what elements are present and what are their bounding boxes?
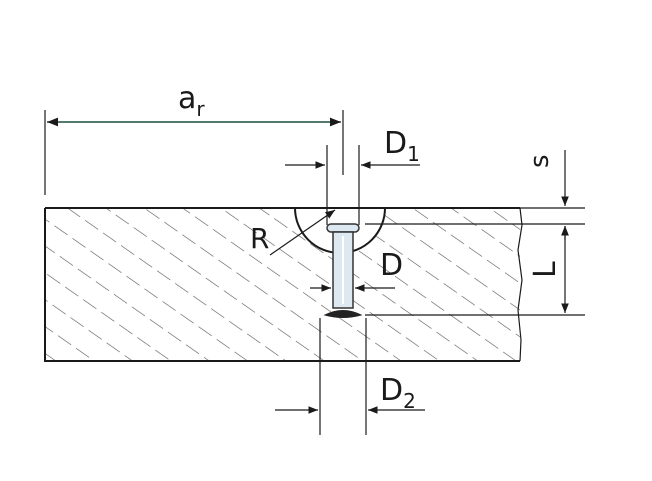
label-l: L <box>528 261 563 278</box>
label-d1: D1 <box>384 126 420 166</box>
plate <box>44 207 523 362</box>
label-d: D <box>380 248 403 283</box>
dimension-r <box>269 209 336 256</box>
label-r: R <box>250 222 269 255</box>
label-s: s <box>525 154 555 168</box>
dimension-d2 <box>275 318 425 435</box>
label-d2: D2 <box>380 373 416 413</box>
label-ar: ar <box>178 81 205 121</box>
pin <box>323 223 363 318</box>
dimension-s-l <box>365 150 585 316</box>
dimension-ar <box>44 110 344 195</box>
